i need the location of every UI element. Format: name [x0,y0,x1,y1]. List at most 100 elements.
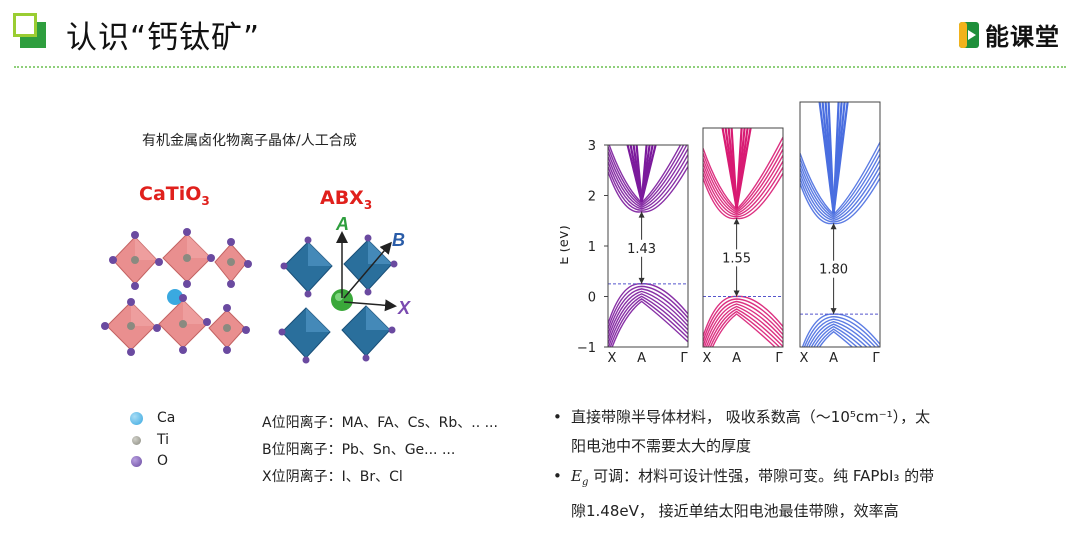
gap-label-bg [817,260,850,278]
gap-arrow-head [638,277,645,284]
axis-label-x: X [397,298,411,318]
conduction-band-line [832,102,840,214]
y-tick-label: −1 [577,341,596,356]
conduction-band-line [608,154,688,210]
valence-band-line [711,313,777,347]
x-site-ions: X位阴离子：I、Br、Cl [262,469,403,485]
eg-symbol: Eg [571,467,589,488]
conduction-band-line [735,128,743,209]
valence-band-line [609,298,688,347]
conduction-band-line [608,145,685,206]
brand-logo: 能课堂 [958,17,1060,52]
conduction-band-line [800,153,880,219]
axis-label-a: A [335,214,349,234]
x-tick-label: A [732,351,741,366]
band-panel-1: 1.43X A Γ [607,144,689,366]
valence-band-line [703,298,783,342]
conduction-band-line [703,160,783,216]
legend-label: Ca [157,410,176,426]
bullet-text: 直接带隙半导体材料， 吸收系数高（～10⁵cm⁻¹），太 [571,408,931,426]
gap-arrow-head [733,290,740,297]
bullet-mark: • [553,408,562,426]
y-tick-label: 0 [588,291,596,306]
valence-band-line [803,315,880,347]
catio3-crystal-illustration [101,228,252,356]
valence-band-line [608,293,688,345]
axis-label-b: B [392,230,405,250]
conduction-band-line [608,145,688,207]
conduction-band-line [800,165,880,221]
bullet-text: 可调：材料可设计性强，带隙可变。纯 FAPbI₃ 的带 [588,467,935,485]
gap-value-label: 1.43 [627,242,656,257]
header-icon-outline [13,13,37,37]
panel-frame [607,144,689,348]
valence-band-line [608,288,688,335]
conduction-band-line [800,141,880,216]
band-panel-3: 1.80X A Γ [799,101,881,366]
valence-band-line [608,290,688,340]
valence-band-line [818,330,854,347]
gap-label-bg [720,249,753,267]
conduction-band-line [608,145,682,204]
abx3-crystal-illustration: A B X [278,214,411,364]
valence-band-line [810,323,868,347]
conduction-band-line [608,148,688,208]
legend-ti: Ti [130,432,169,448]
gap-arrow-head [830,223,837,230]
valence-band-line [707,308,783,347]
bullet-tunable-bandgap: • Eg 可调：材料可设计性强，带隙可变。纯 FAPbI₃ 的带 隙1.48eV，… [553,462,993,526]
y-axis-label: E (eV) [560,225,572,264]
gap-label-bg [625,239,658,257]
conduction-band-line [703,154,783,215]
gap-value-label: 1.80 [819,263,848,278]
conduction-band-line [635,145,643,202]
b-site-ions: B位阳离子：Pb、Sn、Ge... ... [262,442,456,458]
y-tick-label: 2 [588,190,596,205]
valence-band-line [813,325,863,347]
x-tick-label: Γ [872,351,880,366]
conduction-band-line [703,136,783,211]
panel-frame [799,101,881,348]
bullet-mark: • [553,467,562,485]
legend-o: O [130,453,168,469]
conduction-band-line [703,166,783,218]
legend-ca: Ca [130,410,175,426]
x-tick-label: X [800,351,809,366]
x-tick-label: A [829,351,838,366]
conduction-band-line [800,159,880,220]
valence-band-line [808,320,873,347]
valence-band-line [611,300,688,347]
logo-text: 能课堂 [985,23,1060,51]
conduction-band-line [730,128,738,209]
panel-frame [702,127,784,348]
bullet-direct-bandgap: • 直接带隙半导体材料， 吸收系数高（～10⁵cm⁻¹），太 阳电池中不需要太大的… [553,403,993,461]
valence-band-line [705,305,783,347]
conduction-band-line [827,102,835,214]
gap-arrow-head [733,218,740,225]
bullet-text-cont: 隙1.48eV， 接近单结太阳电池最佳带隙，效率高 [571,502,899,520]
header-divider [14,66,1066,68]
valence-band-line [815,328,859,347]
valence-band-line [805,318,877,347]
valence-band-line [703,303,783,347]
conduction-band-line [800,171,880,223]
x-tick-label: Γ [680,351,688,366]
conduction-band-line [800,147,880,217]
abx3-formula: ABX3 [320,187,373,212]
structure-caption: 有机金属卤化物离子晶体/人工合成 [142,133,357,149]
conduction-band-line [703,148,783,214]
bullet-text-cont: 阳电池中不需要太大的厚度 [571,437,752,455]
catio3-formula: CaTiO3 [139,183,210,208]
valence-band-line [709,310,781,347]
conduction-band-line [608,160,688,211]
valence-band-line [703,300,783,347]
y-tick-label: 1 [588,240,596,255]
x-tick-label: X [608,351,617,366]
legend-label: O [157,453,169,469]
o-dot-icon [131,455,142,467]
x-tick-label: A [637,351,646,366]
